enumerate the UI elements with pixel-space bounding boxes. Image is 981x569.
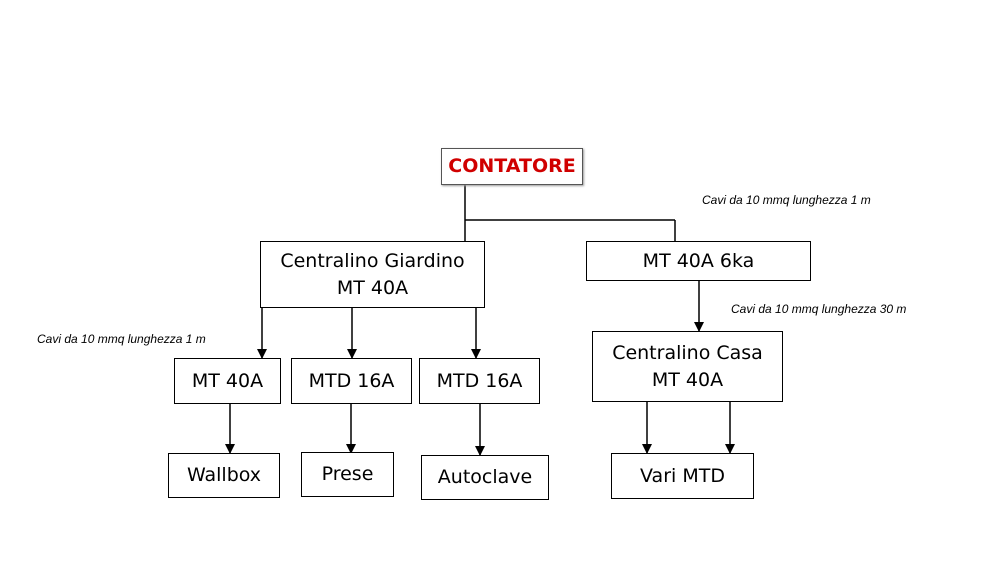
note-cable-right: Cavi da 10 mmq lunghezza 30 m [731, 302, 907, 316]
mtd16a-box-2: MTD 16A [419, 358, 540, 404]
vari-mtd-box: Vari MTD [611, 453, 754, 499]
mt40a-6ka-label: MT 40A 6ka [642, 249, 755, 272]
centralino-casa-title: Centralino Casa [612, 341, 763, 364]
centralino-giardino-rating: MT 40A [336, 276, 409, 299]
prese-label: Prese [321, 463, 374, 485]
prese-box: Prese [301, 452, 394, 497]
wallbox-label: Wallbox [186, 464, 262, 486]
wallbox-box: Wallbox [168, 453, 280, 498]
centralino-giardino-title: Centralino Giardino [280, 249, 465, 272]
contatore-box: CONTATORE [441, 148, 583, 185]
centralino-casa-box: Centralino Casa MT 40A [592, 331, 783, 402]
mt40a-box: MT 40A [174, 358, 281, 404]
autoclave-label: Autoclave [437, 466, 533, 488]
mtd16a-box-1: MTD 16A [291, 358, 412, 404]
centralino-giardino-box: Centralino Giardino MT 40A [260, 241, 485, 308]
note-cable-left: Cavi da 10 mmq lunghezza 1 m [37, 332, 206, 346]
mtd16a-label-1: MTD 16A [308, 369, 395, 392]
note-cable-top-right: Cavi da 10 mmq lunghezza 1 m [702, 193, 871, 207]
mt40a-6ka-box: MT 40A 6ka [586, 241, 811, 281]
centralino-casa-rating: MT 40A [651, 368, 724, 391]
mt40a-label: MT 40A [191, 369, 264, 392]
mtd16a-label-2: MTD 16A [436, 369, 523, 392]
contatore-label: CONTATORE [448, 155, 576, 177]
vari-mtd-label: Vari MTD [640, 464, 725, 487]
autoclave-box: Autoclave [421, 455, 549, 500]
